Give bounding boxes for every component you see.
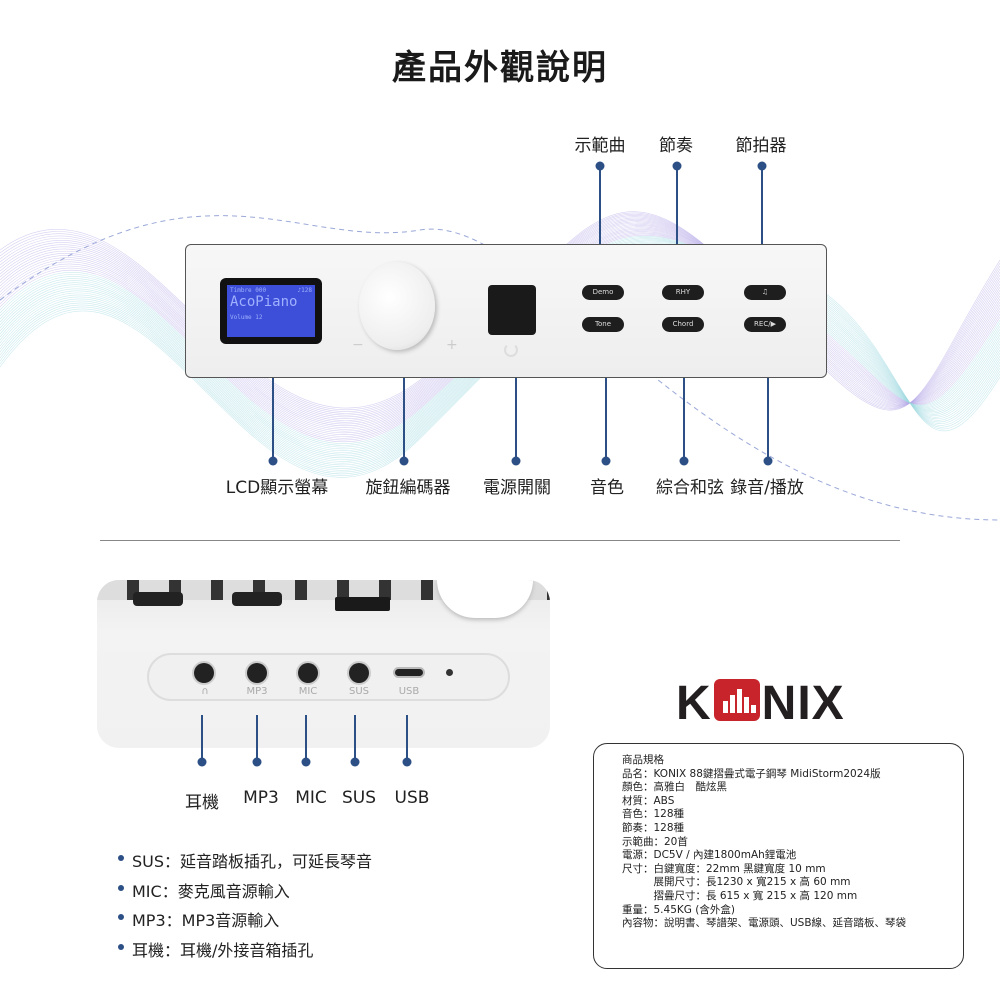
connector-dot (402, 757, 412, 767)
demo-button[interactable]: Demo (582, 285, 624, 300)
tone-button[interactable]: Tone (582, 317, 624, 332)
connector-dot (511, 456, 521, 466)
connector-dot (350, 757, 360, 767)
connector-dot (757, 161, 767, 171)
label-metronome: 節拍器 (735, 136, 787, 156)
bullet-item: 耳機：耳機/外接音箱插孔 (117, 937, 313, 961)
label-demo: 示範曲 (574, 136, 626, 156)
spec-line: 節奏：128種 (622, 821, 685, 834)
connector (515, 378, 517, 461)
connector-dot (601, 456, 611, 466)
label-lcd: LCD顯示螢幕 (225, 478, 329, 498)
label-headphone: 耳機 (185, 793, 219, 813)
label-tone: 音色 (590, 478, 624, 498)
connector-dot (301, 757, 311, 767)
lcd-screen: Timbre 000 ♪128 AcoPiano Volume 12 (220, 278, 322, 344)
connector-dot (399, 456, 409, 466)
connector (272, 378, 274, 461)
connector (676, 166, 678, 245)
spec-line: 音色：128種 (622, 808, 685, 821)
port-bay: ∩ MP3 MIC SUS USB (147, 653, 510, 701)
power-icon (504, 343, 518, 357)
rotary-encoder-knob[interactable] (359, 262, 435, 350)
plus-mark: + (446, 337, 458, 353)
spec-line: 內容物：說明書、琴譜架、電源頭、USB線、延音踏板、琴袋 (622, 917, 907, 930)
sus-jack[interactable] (349, 663, 369, 683)
spec-line: 摺疊尺寸：長 615 x 寬 215 x 高 120 mm (622, 889, 858, 902)
power-button[interactable] (488, 285, 536, 335)
label-encoder: 旋鈕編碼器 (365, 478, 451, 498)
label-record: 錄音/播放 (730, 478, 804, 498)
label-power: 電源開關 (483, 478, 551, 498)
connector-dot (268, 456, 278, 466)
spec-line: 重量：5.45KG (含外盒) (622, 903, 735, 916)
connector-dot (197, 757, 207, 767)
label-mic: MIC (295, 788, 327, 808)
connector (599, 166, 601, 245)
bullet-item: MIC：麥克風音源輸入 (118, 878, 290, 902)
spec-line: 商品規格 (622, 754, 664, 766)
connector-dot (763, 456, 773, 466)
connector (683, 378, 685, 461)
mp3-jack[interactable] (247, 663, 267, 683)
equalizer-icon (713, 679, 760, 721)
bullet-item: MP3：MP3音源輸入 (117, 907, 279, 931)
divider (100, 540, 900, 541)
lcd-tempo: ♪128 (297, 287, 312, 294)
label-sus: SUS (341, 788, 377, 808)
lcd-line3: Volume 12 (230, 314, 263, 321)
connector-dot (679, 456, 689, 466)
spec-line: 展開尺寸：長1230 x 寬215 x 高 60 mm (622, 876, 851, 889)
label-rhythm: 節奏 (659, 136, 693, 156)
minus-mark: − (352, 337, 364, 353)
label-mp3: MP3 (243, 788, 279, 808)
port-label: SUS (348, 686, 370, 697)
spec-line: 尺寸：白鍵寬度：22mm 黑鍵寬度 10 mm (622, 862, 826, 875)
bullet-item: SUS：延音踏板插孔，可延長琴音 (117, 848, 372, 872)
port-label: USB (398, 686, 420, 697)
headphone-jack[interactable] (194, 663, 214, 683)
page-title: 產品外觀說明 (392, 48, 608, 88)
port-label: MIC (298, 686, 318, 697)
connector (403, 378, 405, 461)
lcd-line2: AcoPiano (230, 294, 298, 310)
metronome-button[interactable]: ♫ (744, 285, 786, 300)
spec-line: 電源：DC5V / 內建1800mAh鋰電池 (622, 849, 797, 862)
connector (605, 378, 607, 461)
rhy-button[interactable]: RHY (662, 285, 704, 300)
label-usb: USB (394, 788, 430, 808)
usb-port[interactable] (393, 667, 425, 678)
control-panel: Timbre 000 ♪128 AcoPiano Volume 12 − + D… (185, 244, 827, 378)
spec-box: 商品規格品名：KONIX 88鍵摺疊式電子鋼琴 MidiStorm2024版顏色… (593, 743, 964, 969)
lcd-line1: Timbre 000 (230, 287, 267, 294)
spec-line: 品名：KONIX 88鍵摺疊式電子鋼琴 MidiStorm2024版 (622, 767, 881, 780)
port-label: MP3 (246, 686, 268, 697)
connector-dot (252, 757, 262, 767)
connector-dot (672, 161, 682, 171)
spec-line: 材質：ABS (622, 794, 675, 807)
connector (761, 166, 763, 245)
connector (767, 378, 769, 461)
chord-button[interactable]: Chord (662, 317, 704, 332)
connector-dot (595, 161, 605, 171)
rec-play-button[interactable]: REC/▶ (744, 317, 786, 332)
spec-line: 示範曲：20首 (622, 835, 688, 848)
side-ports-photo: ∩ MP3 MIC SUS USB (97, 580, 550, 748)
headphone-icon: ∩ (201, 686, 209, 697)
mic-jack[interactable] (298, 663, 318, 683)
spec-line: 顏色：高雅白 酷炫黑 (622, 781, 727, 794)
label-chord: 綜合和弦 (656, 478, 724, 498)
